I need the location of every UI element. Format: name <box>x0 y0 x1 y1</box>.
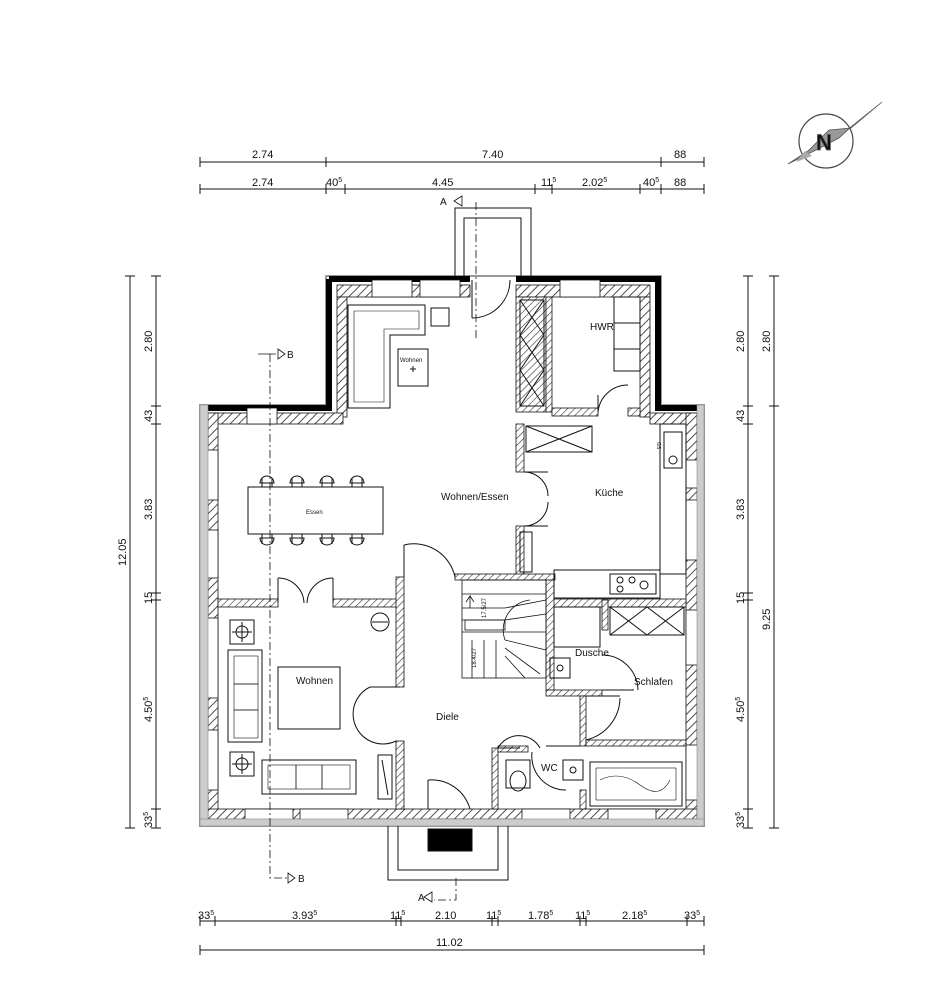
svg-text:N: N <box>816 130 832 155</box>
interior-walls <box>217 296 687 810</box>
dim-bot-a: 335 <box>198 910 214 922</box>
dim-top-1-c: 88 <box>674 149 686 161</box>
dim-top-2-b: 405 <box>326 177 342 189</box>
dimension-left <box>125 275 161 829</box>
section-a-bottom: A <box>418 893 425 904</box>
dim-left-total: 12.05 <box>117 538 129 566</box>
dim-bot-e: 115 <box>486 910 501 922</box>
stair-label-down: 18.4/27 <box>472 647 478 668</box>
dim-bot-b: 3.935 <box>292 910 317 922</box>
dim-top-2-c: 4.45 <box>432 177 453 189</box>
dimension-right <box>743 275 779 829</box>
dim-bot-i: 335 <box>684 910 700 922</box>
dim-left-1: 2.80 <box>143 331 155 352</box>
dim-right-1: 2.80 <box>735 331 747 352</box>
dim-top-1-b: 7.40 <box>482 149 503 161</box>
staircase <box>461 579 547 679</box>
dim-right-top: 2.80 <box>761 331 773 352</box>
north-terrace <box>454 207 532 276</box>
doors <box>277 279 639 810</box>
dim-left-3: 3.83 <box>143 499 155 520</box>
section-b-bottom: B <box>298 874 305 885</box>
section-b-top: B <box>287 350 294 361</box>
room-label-wc: WC <box>541 763 558 774</box>
outer-walls <box>199 275 705 827</box>
dim-left-5: 4.505 <box>143 697 155 722</box>
dim-top-1-a: 2.74 <box>252 149 273 161</box>
dim-top-2-e: 2.025 <box>582 177 607 189</box>
dim-right-3: 3.83 <box>735 499 747 520</box>
dim-top-2-a: 2.74 <box>252 177 273 189</box>
dimension-top <box>199 157 705 194</box>
dim-right-2: 43 <box>735 410 747 422</box>
north-arrow-icon: N <box>787 101 883 169</box>
dim-bot-f: 1.785 <box>528 910 553 922</box>
section-a-top: A <box>440 197 447 208</box>
dim-bot-d: 2.10 <box>435 910 456 922</box>
dim-top-2-f: 405 <box>643 177 659 189</box>
dim-bot-c: 115 <box>390 910 405 922</box>
room-label-kueche: Küche <box>595 488 624 499</box>
dim-top-2-g: 88 <box>674 177 686 189</box>
dim-left-6: 335 <box>143 812 155 828</box>
room-label-dusche: Dusche <box>575 648 609 659</box>
dim-right-6: 335 <box>735 812 747 828</box>
dim-top-2-d: 115 <box>541 177 556 189</box>
label-gs: GS <box>655 442 661 450</box>
room-label-hwr: HWR <box>590 322 614 333</box>
dimension-bottom <box>199 916 705 955</box>
dim-bot-g: 115 <box>575 910 590 922</box>
dim-right-5: 4.505 <box>735 697 747 722</box>
section-lines <box>258 195 477 903</box>
south-porch <box>387 826 509 881</box>
dim-bot-h: 2.185 <box>622 910 647 922</box>
dim-right-4: 15 <box>735 592 747 604</box>
room-label-wohnen: Wohnen <box>296 676 333 687</box>
dim-bottom-total: 11.02 <box>436 937 463 949</box>
room-label-diele: Diele <box>436 712 459 723</box>
stair-label-up: 17.5/27 <box>482 597 488 618</box>
room-label-wohnen-essen: Wohnen/Essen <box>441 492 509 503</box>
room-label-schlafen: Schlafen <box>634 677 673 688</box>
furniture <box>227 296 687 807</box>
table-label-wohnen: Wohnen <box>400 358 422 364</box>
dim-right-total: 9.25 <box>761 609 773 630</box>
table-label-essen: Essen <box>306 510 323 516</box>
dim-left-2: 43 <box>143 410 155 422</box>
dim-left-4: 15 <box>143 592 155 604</box>
